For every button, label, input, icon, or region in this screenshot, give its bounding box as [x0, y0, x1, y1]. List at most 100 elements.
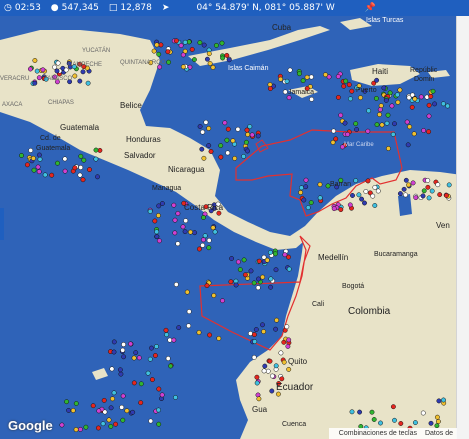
vessel-marker[interactable]: [49, 172, 55, 178]
vessel-marker[interactable]: [117, 367, 123, 373]
vessel-marker[interactable]: [385, 112, 391, 118]
vessel-marker[interactable]: [235, 126, 241, 132]
vessel-marker[interactable]: [93, 147, 99, 153]
vessel-marker[interactable]: [87, 167, 92, 173]
vessel-marker[interactable]: [95, 425, 101, 431]
vessel-marker[interactable]: [156, 421, 162, 427]
vessel-marker[interactable]: [145, 370, 151, 376]
vessel-marker[interactable]: [152, 353, 158, 358]
vessel-marker[interactable]: [220, 298, 225, 304]
pin-button[interactable]: 📌: [365, 3, 379, 13]
vessel-marker[interactable]: [349, 409, 355, 415]
vessel-marker[interactable]: [184, 289, 190, 295]
vessel-marker[interactable]: [189, 46, 195, 52]
vessel-marker[interactable]: [406, 182, 412, 188]
vessel-marker[interactable]: [243, 139, 249, 145]
vessel-marker[interactable]: [30, 155, 36, 161]
vessel-marker[interactable]: [365, 178, 371, 184]
vessel-marker[interactable]: [96, 408, 102, 414]
vessel-marker[interactable]: [154, 229, 160, 235]
vessel-marker[interactable]: [385, 146, 391, 151]
vessel-marker[interactable]: [72, 73, 78, 79]
vessel-marker[interactable]: [273, 363, 279, 369]
vessel-marker[interactable]: [180, 64, 186, 70]
vessel-marker[interactable]: [253, 327, 259, 332]
vessel-marker[interactable]: [173, 38, 179, 44]
vessel-marker[interactable]: [346, 82, 352, 88]
vessel-marker[interactable]: [249, 132, 255, 138]
vessel-marker[interactable]: [331, 128, 337, 134]
vessel-marker[interactable]: [232, 155, 238, 161]
vessel-marker[interactable]: [208, 208, 214, 214]
vessel-marker[interactable]: [244, 127, 250, 133]
vessel-marker[interactable]: [186, 309, 192, 315]
vessel-marker[interactable]: [102, 409, 108, 415]
vessel-marker[interactable]: [284, 78, 290, 84]
vessel-marker[interactable]: [256, 396, 262, 402]
vessel-marker[interactable]: [372, 184, 378, 190]
vessel-marker[interactable]: [435, 419, 441, 424]
vessel-marker[interactable]: [261, 368, 267, 374]
vessel-marker[interactable]: [35, 164, 41, 170]
vessel-marker[interactable]: [206, 245, 212, 251]
vessel-marker[interactable]: [317, 182, 323, 187]
vessel-marker[interactable]: [110, 396, 115, 402]
vessel-marker[interactable]: [247, 331, 253, 336]
vessel-marker[interactable]: [413, 195, 419, 201]
vessel-marker[interactable]: [359, 196, 365, 202]
vessel-marker[interactable]: [66, 60, 72, 66]
vessel-marker[interactable]: [392, 417, 397, 423]
vessel-marker[interactable]: [354, 127, 360, 132]
keyboard-shortcuts-link[interactable]: Combinaciones de teclas: [338, 430, 418, 437]
vessel-marker[interactable]: [392, 121, 397, 127]
vessel-marker[interactable]: [247, 124, 253, 130]
vessel-marker[interactable]: [43, 76, 49, 82]
vessel-marker[interactable]: [374, 77, 380, 83]
vessel-marker[interactable]: [342, 120, 348, 126]
vessel-marker[interactable]: [52, 64, 58, 70]
vessel-marker[interactable]: [197, 40, 203, 46]
vessel-marker[interactable]: [183, 218, 189, 224]
vessel-marker[interactable]: [330, 139, 336, 145]
vessel-marker[interactable]: [335, 94, 341, 100]
vessel-marker[interactable]: [154, 344, 159, 349]
vessel-marker[interactable]: [180, 224, 186, 230]
vessel-marker[interactable]: [366, 108, 372, 114]
vessel-marker[interactable]: [207, 332, 213, 338]
vessel-marker[interactable]: [67, 79, 73, 85]
vessel-marker[interactable]: [349, 88, 355, 94]
vessel-marker[interactable]: [282, 89, 288, 95]
vessel-marker[interactable]: [428, 420, 434, 426]
vessel-marker[interactable]: [77, 426, 83, 432]
vessel-marker[interactable]: [24, 162, 30, 168]
vessel-marker[interactable]: [154, 234, 160, 240]
vessel-marker[interactable]: [362, 88, 368, 94]
vessel-marker[interactable]: [66, 407, 72, 413]
vessel-marker[interactable]: [437, 192, 443, 198]
vessel-marker[interactable]: [242, 272, 248, 278]
map-data-link[interactable]: Datos de: [424, 430, 453, 437]
vessel-markers[interactable]: [19, 38, 452, 433]
vessel-marker[interactable]: [410, 180, 416, 186]
vessel-marker[interactable]: [309, 96, 315, 102]
vessel-marker[interactable]: [81, 64, 87, 70]
vessel-marker[interactable]: [241, 257, 247, 263]
vessel-marker[interactable]: [434, 423, 440, 429]
vessel-marker[interactable]: [133, 350, 139, 356]
vessel-marker[interactable]: [111, 390, 117, 396]
vessel-marker[interactable]: [248, 268, 254, 274]
vessel-marker[interactable]: [251, 332, 257, 338]
vessel-marker[interactable]: [228, 279, 234, 285]
vessel-marker[interactable]: [213, 42, 219, 48]
vessel-marker[interactable]: [34, 68, 40, 74]
vessel-marker[interactable]: [78, 153, 84, 159]
vessel-marker[interactable]: [147, 356, 153, 362]
vessel-marker[interactable]: [429, 188, 435, 194]
vessel-marker[interactable]: [260, 322, 265, 328]
vessel-marker[interactable]: [42, 172, 48, 178]
vessel-marker[interactable]: [430, 88, 436, 94]
vessel-marker[interactable]: [206, 237, 212, 243]
vessel-marker[interactable]: [64, 399, 70, 405]
vessel-marker[interactable]: [255, 285, 261, 291]
vessel-marker[interactable]: [434, 414, 440, 420]
